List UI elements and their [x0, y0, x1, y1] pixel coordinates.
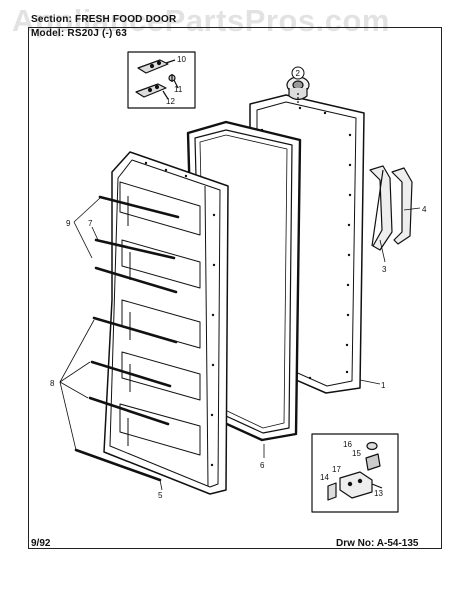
footer-drawing: Drw No: A-54-135	[336, 538, 418, 549]
model-value: RS20J (-) 63	[67, 28, 128, 39]
callout-14: 14	[320, 473, 329, 482]
hinge-cam-part	[286, 76, 310, 104]
callout-5: 5	[158, 491, 163, 500]
callout-15: 15	[352, 449, 361, 458]
watermark: AppliancePartsPros.com	[12, 3, 390, 38]
callout-6: 6	[260, 461, 265, 470]
door-liner	[74, 151, 229, 495]
callout-17: 17	[332, 465, 341, 474]
drawing-label: Drw No:	[336, 538, 375, 549]
callout-12: 12	[166, 97, 175, 106]
door-handle-assembly	[369, 165, 413, 251]
callout-3: 3	[382, 265, 387, 274]
drawing-number: A-54-135	[376, 538, 419, 549]
diagram-frame	[28, 27, 442, 549]
hinge-inset-box	[127, 51, 196, 109]
callout-1: 1	[381, 381, 386, 390]
callout-4: 4	[422, 205, 427, 214]
callout-11: 11	[174, 85, 183, 94]
section-line: Section: FRESH FOOD DOOR	[31, 14, 176, 25]
callout-16: 16	[343, 440, 352, 449]
model-line: Model: RS20J (-) 63	[31, 28, 127, 39]
callout-2-badge: 2	[291, 66, 305, 80]
callout-13: 13	[374, 489, 383, 498]
callout-9: 9	[66, 219, 71, 228]
callout-10: 10	[177, 55, 186, 64]
callout-7: 7	[88, 219, 93, 228]
callout-8: 8	[50, 379, 55, 388]
section-value: FRESH FOOD DOOR	[75, 14, 177, 25]
callout-2: 2	[296, 69, 301, 78]
footer-date: 9/92	[31, 538, 51, 549]
section-label: Section:	[31, 14, 73, 25]
lower-hinge-inset-box	[311, 433, 399, 513]
model-label: Model:	[31, 28, 65, 39]
